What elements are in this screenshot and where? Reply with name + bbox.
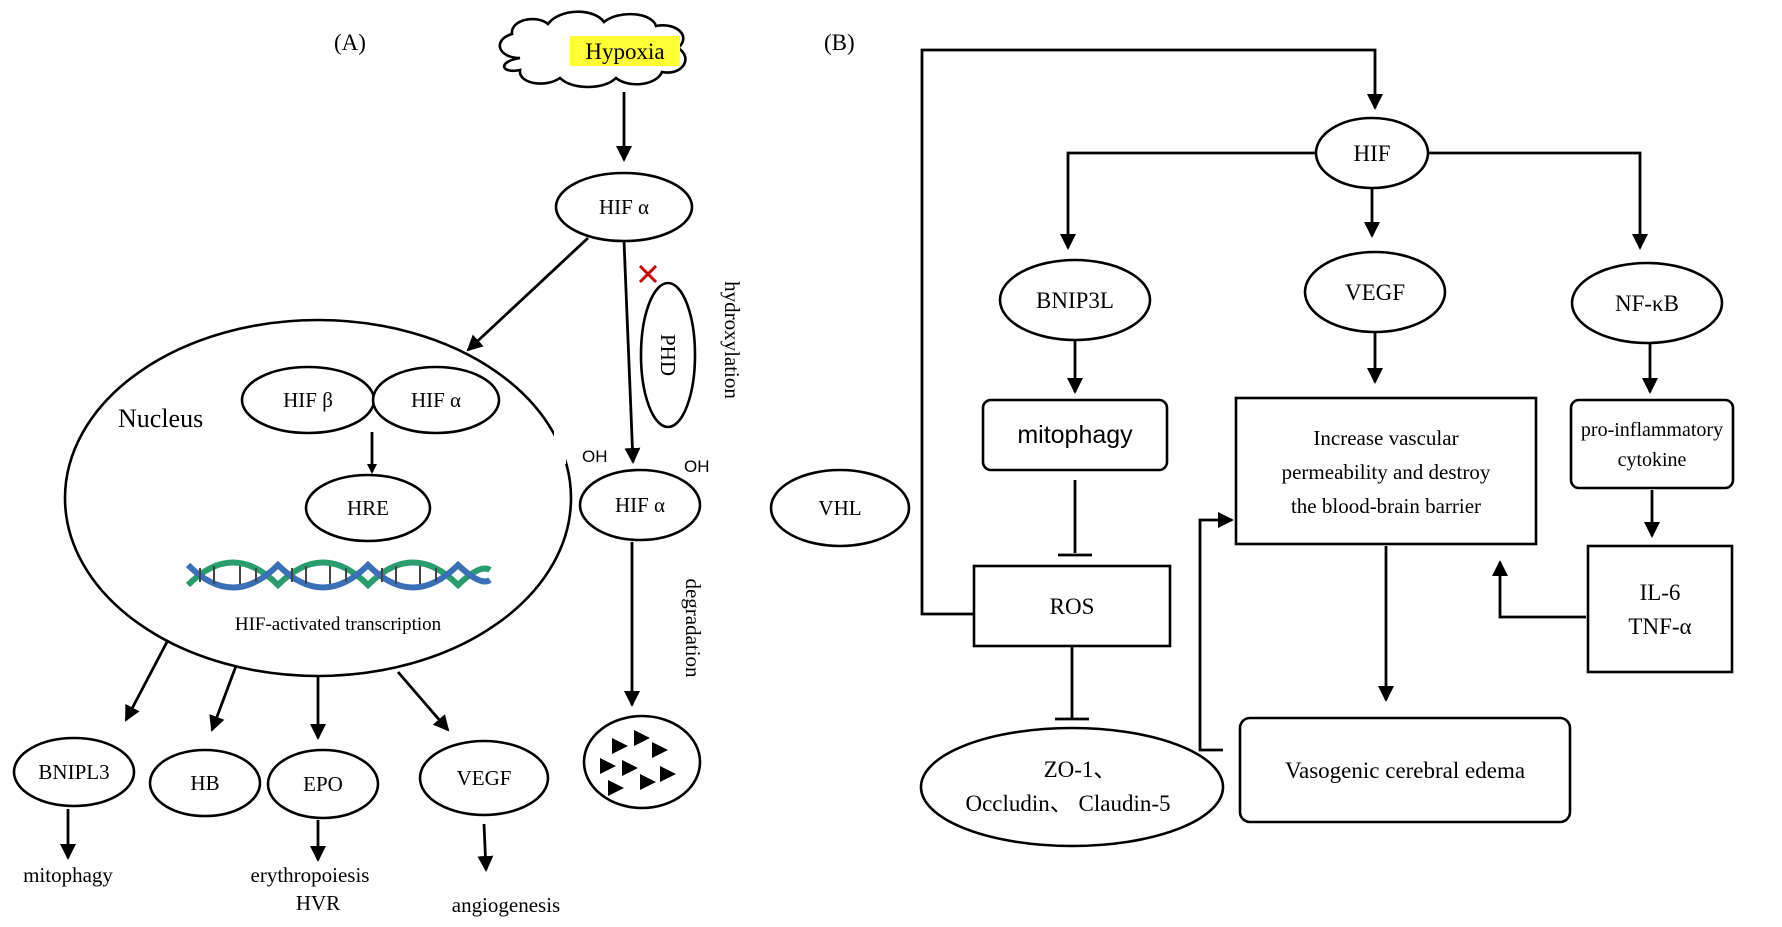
arrow-to-hb — [209, 665, 238, 732]
arrow-junction-to-permeability — [1198, 512, 1234, 752]
nfkb-label: NF-κB — [1615, 291, 1679, 316]
hb-node — [148, 748, 262, 818]
hif-alpha-nucleus-node — [371, 365, 501, 435]
mitophagy-b-node — [981, 398, 1169, 472]
arrow-to-bnipl3 — [124, 639, 170, 722]
nucleus-label: Nucleus — [118, 404, 203, 433]
ros-label: ROS — [1050, 594, 1095, 619]
il6-label: IL-6 — [1640, 580, 1681, 605]
hif-alpha-vhl-node — [578, 468, 702, 542]
hydroxylation-label: hydroxylation — [720, 281, 744, 399]
hre-node — [304, 473, 432, 543]
hif-beta-label: HIF β — [283, 388, 333, 412]
hre-label: HRE — [347, 496, 389, 520]
proteasome-icon — [582, 714, 702, 810]
edema-label: Vasogenic cerebral edema — [1285, 758, 1525, 783]
transcription-label: HIF-activated transcription — [235, 614, 442, 635]
epo-label: EPO — [303, 772, 343, 796]
oh-left-label: OH — [582, 447, 608, 466]
vegf-a-node — [418, 739, 550, 817]
proinflammatory-line2: cytokine — [1618, 449, 1687, 471]
vhl-label: VHL — [818, 496, 861, 520]
vhl-node — [769, 468, 911, 548]
nfkb-node — [1570, 261, 1724, 345]
arrow-to-vegf — [396, 671, 450, 732]
tight-junction-line1: ZO-1、 — [1044, 757, 1117, 782]
oh-right-label: OH — [684, 457, 710, 476]
hb-label: HB — [190, 771, 219, 795]
tnfa-label: TNF-α — [1628, 614, 1691, 639]
bnip3l-node — [998, 258, 1152, 342]
hif-alpha-vhl-label: HIF α — [615, 493, 665, 517]
hypoxia-node: Hypoxia — [498, 10, 687, 89]
permeability-line2: permeability and destroy — [1282, 460, 1491, 484]
bnipl3-node — [12, 736, 136, 808]
permeability-line3: the blood-brain barrier — [1291, 494, 1481, 518]
arrow-hif-to-bnip3l — [1060, 151, 1316, 250]
panel-a: (A) Hypoxia HIF α PHD hydroxylation OH O… — [12, 10, 911, 917]
arrow-hif-to-hydroxylation — [622, 240, 641, 464]
arrow-ros-to-hif — [920, 48, 1383, 616]
permeability-line1: Increase vascular — [1313, 426, 1458, 450]
panel-a-label: (A) — [334, 30, 366, 55]
hif-label: HIF — [1353, 141, 1390, 166]
vegf-b-label: VEGF — [1345, 280, 1405, 305]
panel-b-label: (B) — [824, 30, 855, 55]
angiogenesis-label: angiogenesis — [452, 893, 560, 917]
proinflammatory-node — [1569, 398, 1735, 490]
arrow-to-angiogenesis — [477, 823, 494, 872]
permeability-node — [1234, 396, 1538, 546]
phd-node — [639, 281, 697, 429]
arrow-hif-to-nfkb — [1428, 151, 1648, 250]
hypoxia-highlight — [570, 36, 680, 66]
phd-label: PHD — [656, 334, 680, 376]
bnip3l-label: BNIP3L — [1036, 288, 1114, 313]
mitophagy-a-label: mitophagy — [23, 863, 113, 887]
proinflammatory-line1: pro-inflammatory — [1581, 419, 1723, 441]
tight-junction-line2: Occludin、 Claudin-5 — [965, 791, 1170, 816]
bnipl3-label: BNIPL3 — [38, 760, 109, 784]
nucleus-pore — [554, 430, 566, 464]
hvr-label: HVR — [296, 891, 340, 915]
tight-junction-node — [919, 726, 1225, 848]
il6-tnf-node — [1586, 544, 1734, 674]
degradation-label: degradation — [681, 578, 705, 678]
inhibition-cross-icon — [638, 264, 658, 284]
panel-b: (B) HIF BNIP3L VEGF NF-κB mitophagy Incr… — [824, 30, 1735, 848]
ros-node — [972, 564, 1172, 648]
mitophagy-b-label: mitophagy — [1017, 421, 1133, 449]
erythropoiesis-label: erythropoiesis — [251, 863, 370, 887]
vegf-a-label: VEGF — [457, 766, 512, 790]
epo-node — [266, 748, 380, 820]
arrow-il6-to-permeability — [1492, 560, 1586, 619]
arrow-hif-to-nucleus — [466, 236, 589, 352]
hypoxia-label: Hypoxia — [585, 39, 664, 64]
hif-alpha-top-label: HIF α — [599, 195, 649, 219]
vegf-b-node — [1303, 250, 1447, 334]
hif-alpha-nucleus-label: HIF α — [411, 388, 461, 412]
edema-node — [1238, 716, 1572, 824]
dna-helix-icon — [185, 559, 492, 591]
